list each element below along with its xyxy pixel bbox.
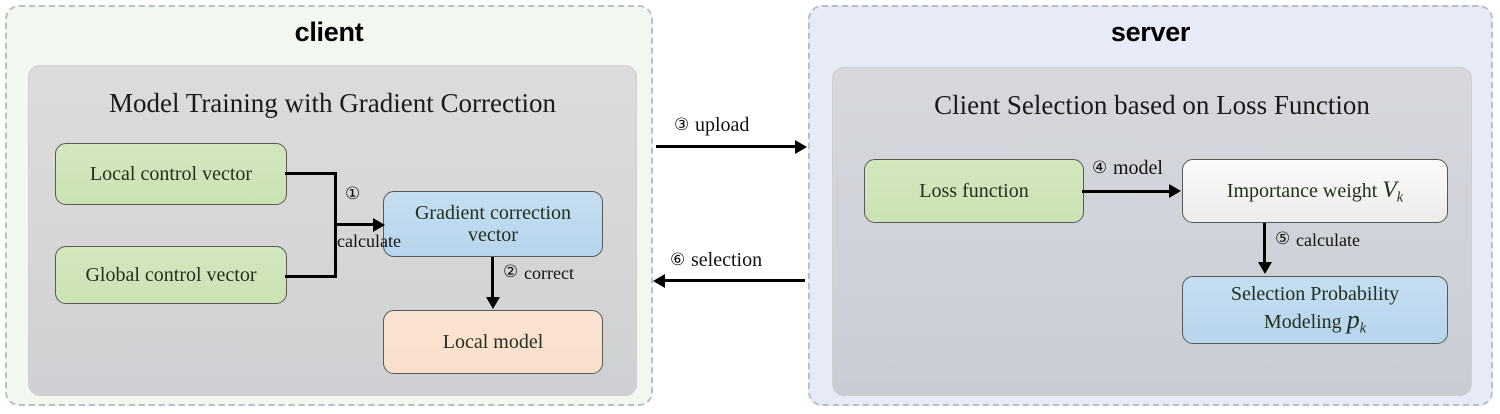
edge-2-label: correct xyxy=(524,263,574,283)
edge-3-number: ③ xyxy=(674,115,690,135)
connector-bracket-to-gradient xyxy=(334,223,375,226)
arrow-head-upload xyxy=(795,139,807,154)
node-importance-weight-label: Importance weight Vk xyxy=(1226,176,1404,206)
arrow-head-calculate-server xyxy=(1257,262,1272,274)
edge-6-number: ⑥ xyxy=(670,250,686,270)
edge-4-number: ④ xyxy=(1092,158,1108,178)
connector-local-to-bracket xyxy=(285,172,337,175)
client-section-title: Model Training with Gradient Correction xyxy=(109,88,556,118)
arrow-head-calculate xyxy=(373,217,385,232)
server-panel: server Client Selection based on Loss Fu… xyxy=(808,5,1493,406)
node-local-control-vector-label: Local control vector xyxy=(89,162,253,185)
edge-6-label: selection xyxy=(691,249,763,271)
server-section-title: Client Selection based on Loss Function xyxy=(934,90,1370,120)
edge-1-label: calculate xyxy=(337,231,401,251)
edge-1-number: ① xyxy=(345,184,361,204)
node-importance-weight[interactable]: Importance weight Vk xyxy=(1182,159,1448,223)
node-loss-function-label: Loss function xyxy=(919,179,1029,202)
node-local-model[interactable]: Local model xyxy=(383,310,603,374)
node-local-model-label: Local model xyxy=(442,330,544,353)
edge-3-label: upload xyxy=(695,114,750,136)
edge-4-label: model xyxy=(1113,157,1163,179)
node-selection-probability-label: Selection Probability Modeling pk xyxy=(1230,282,1400,337)
server-panel-title: server xyxy=(1110,17,1191,47)
node-gradient-correction-vector-label: Gradient correction vector xyxy=(414,201,572,246)
connector-selection xyxy=(664,279,805,282)
arrow-head-correct xyxy=(485,297,500,309)
node-local-control-vector[interactable]: Local control vector xyxy=(55,143,287,205)
edge-5-number: ⑤ xyxy=(1275,229,1291,249)
edge-2-number: ② xyxy=(503,262,519,282)
node-global-control-vector[interactable]: Global control vector xyxy=(55,246,287,304)
connector-importance-to-selection xyxy=(1263,223,1266,264)
connector-upload xyxy=(656,145,797,148)
node-selection-probability[interactable]: Selection Probability Modeling pk xyxy=(1182,276,1448,344)
client-inner-container: Model Training with Gradient Correction … xyxy=(28,65,637,396)
client-panel: client Model Training with Gradient Corr… xyxy=(5,5,653,406)
server-inner-container: Client Selection based on Loss Function … xyxy=(832,67,1472,396)
connector-global-to-bracket xyxy=(285,275,337,278)
client-panel-title: client xyxy=(294,17,364,47)
connector-loss-to-importance xyxy=(1082,189,1170,193)
node-global-control-vector-label: Global control vector xyxy=(85,263,257,286)
node-loss-function[interactable]: Loss function xyxy=(864,159,1084,223)
edge-5-label: calculate xyxy=(1296,230,1360,250)
node-gradient-correction-vector[interactable]: Gradient correction vector xyxy=(383,191,603,257)
arrow-head-selection xyxy=(653,273,665,288)
connector-gradient-to-local-model xyxy=(491,257,494,299)
arrow-head-model xyxy=(1169,184,1181,198)
